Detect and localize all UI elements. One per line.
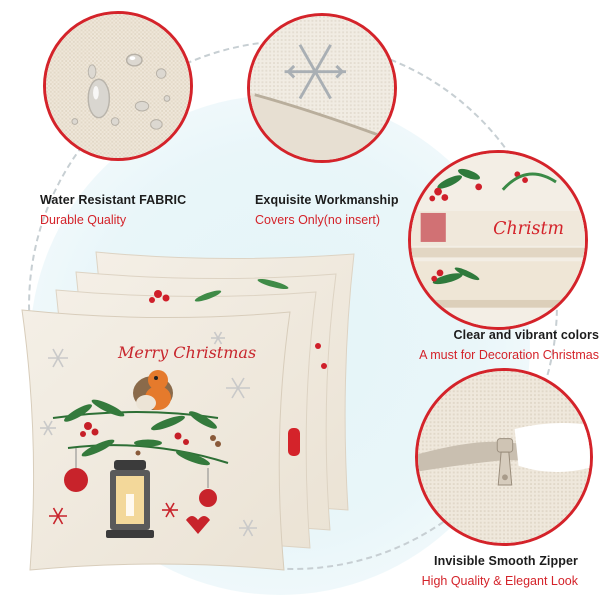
vibrant-colors-detail: Christm xyxy=(408,150,588,330)
zipper-caption: Invisible Smooth Zipper High Quality & E… xyxy=(384,554,578,588)
fragment-text: Christm xyxy=(493,219,564,239)
workmanship-detail xyxy=(247,13,397,163)
zipper-detail xyxy=(415,368,593,546)
water-resistant-detail xyxy=(43,11,193,161)
zipper-pull-icon xyxy=(418,371,590,543)
zipper-title: Invisible Smooth Zipper xyxy=(434,554,578,568)
zipper-subtitle: High Quality & Elegant Look xyxy=(421,574,578,588)
workmanship-caption: Exquisite Workmanship Covers Only(no ins… xyxy=(255,193,399,227)
vibrant-colors-subtitle: A must for Decoration Christmas xyxy=(419,348,599,362)
robin-bird xyxy=(133,370,173,411)
workmanship-subtitle: Covers Only(no insert) xyxy=(255,213,381,227)
vibrant-colors-title: Clear and vibrant colors xyxy=(453,328,599,342)
pillow-stack: Merry Christmas xyxy=(18,248,370,572)
snowflake-stitch-icon xyxy=(250,16,394,160)
water-resistant-caption: Water Resistant FABRIC Durable Quality xyxy=(40,193,186,227)
pillow-covers-illustration: Merry Christmas xyxy=(21,251,355,571)
folded-covers-icon: Christm xyxy=(411,153,585,327)
workmanship-title: Exquisite Workmanship xyxy=(255,193,399,207)
water-resistant-subtitle: Durable Quality xyxy=(40,213,127,227)
water-droplets-icon xyxy=(46,14,190,158)
vibrant-colors-caption: Clear and vibrant colors A must for Deco… xyxy=(387,328,599,362)
water-resistant-title: Water Resistant FABRIC xyxy=(40,193,187,207)
pillow-title-text: Merry Christmas xyxy=(117,343,256,362)
